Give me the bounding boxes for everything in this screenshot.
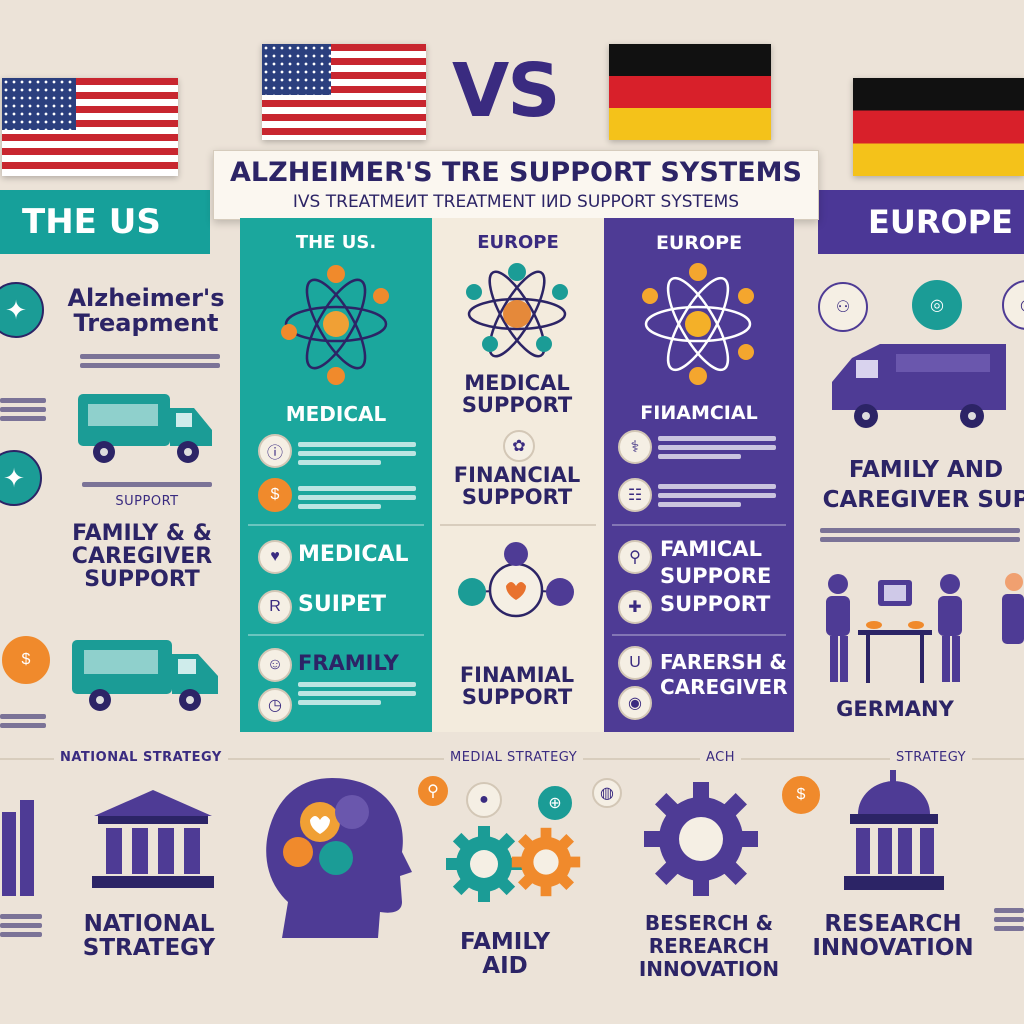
van-icon (72, 640, 218, 711)
divider (612, 634, 786, 636)
divider (440, 524, 596, 526)
family-aid-label: FAMILY AID (460, 929, 551, 980)
us-flag-top (262, 44, 426, 140)
medial-strategy-label: MEDIAL STRATEGY (444, 750, 584, 765)
germany-flag-right (853, 78, 1024, 176)
bulb-icon: ✦ (0, 282, 44, 338)
research-gear-icon (644, 782, 758, 896)
government-building-icon (92, 790, 214, 888)
ach-label: ACH (700, 750, 742, 765)
family-caregiver-right: FAMILY AND CAREGIVER SUP (822, 457, 1024, 513)
pin-icon: ◍ (592, 778, 622, 808)
divider (612, 524, 786, 526)
us-column (240, 218, 432, 732)
col2-medical-label: MEDICAL SUPPORT (461, 371, 573, 418)
research-innovation-label: RESEARCH INNOVATION (812, 911, 974, 962)
text-lines (298, 678, 416, 709)
shield-icon: U (618, 646, 652, 680)
bulb-icon: ✦ (0, 450, 42, 506)
family-caregiver-label: FAMILY & & CAREGIVER SUPPORT (71, 521, 213, 593)
coin-icon: $ (782, 776, 820, 814)
national-strategy-small: NATIONAL STRATEGY (54, 750, 228, 765)
van-icon (832, 344, 1006, 428)
clock-icon: ◷ (258, 688, 292, 722)
text-lines (0, 910, 42, 941)
col2-financial-label: FINANCIAL SUPPORT (453, 463, 581, 510)
domed-building-icon (844, 770, 944, 890)
coin-icon: $ (258, 478, 292, 512)
atom-icon (466, 263, 568, 358)
support-icon: ✚ (618, 590, 652, 624)
title-ribbon: ALZHEIMER'S TRE SUPPORT SYSTEMS IVS TREA… (213, 150, 819, 220)
national-strategy-label: NATIONAL STRATEGY (82, 911, 216, 962)
pin-icon: ⊕ (538, 786, 572, 820)
text-lines (80, 350, 220, 372)
germany-flag-top (609, 44, 771, 140)
family-icon: ☺ (258, 648, 292, 682)
network-icon (458, 542, 574, 618)
heart-hand-icon: ♥ (258, 540, 292, 574)
text-lines (994, 904, 1024, 935)
col1-suipet: SUIPET (298, 592, 387, 617)
support-small-label: SUPPORT (115, 494, 179, 509)
us-banner: THE US (0, 190, 210, 254)
col3-heading: EUROPE (655, 232, 743, 254)
col3-famical: FAMICAL SUPPORE SUPPORT (660, 537, 772, 616)
people-icon: ⚇ (818, 282, 868, 332)
text-lines (82, 478, 212, 491)
wallet-icon: ☷ (618, 478, 652, 512)
eye-icon: ◉ (618, 686, 652, 720)
germany-label: GERMANY (836, 697, 954, 721)
sub-title: IVS TREATMEИT TREATMENT IИD SUPPORT SYST… (292, 192, 740, 212)
atom-icon (642, 263, 754, 385)
meeting-icon (826, 573, 1024, 683)
text-lines (298, 438, 416, 469)
divider (248, 524, 424, 526)
van-icon (78, 394, 212, 463)
text-lines (820, 524, 1020, 546)
coin-icon: $ (2, 636, 50, 684)
head-profile-icon (266, 778, 412, 938)
col3-financial-label: FIИAMCIAL (640, 402, 758, 424)
text-lines (298, 482, 416, 513)
col3-research: FARERSH & CAREGIVER (660, 650, 788, 699)
research-mid-label: BESERCH & REREARCH INNOVATION (638, 911, 780, 981)
col1-medical-label: MEDICAL (285, 402, 387, 426)
gear-icon (446, 826, 522, 902)
brain-icon: ✿ (503, 430, 535, 462)
main-title: ALZHEIMER'S TRE SUPPORT SYSTEMS (230, 157, 802, 188)
bars-icon (2, 800, 34, 896)
pill-icon: R (258, 590, 292, 624)
vs-label: VS (452, 48, 561, 134)
col2-heading: EUROPE (477, 232, 559, 253)
col1-heading: THE US. (295, 232, 377, 253)
europe-banner: EUROPE (818, 190, 1024, 254)
col1-medical-2: MEDICAL (298, 542, 409, 567)
col2-finamial-label: FINAMIAL SUPPORT (459, 663, 575, 710)
badge-icon: ◎ (912, 280, 962, 330)
us-flag-left (2, 78, 178, 176)
pin-icon: ⚲ (618, 540, 652, 574)
divider (248, 634, 424, 636)
gear-icon (511, 827, 581, 897)
pin-icon: ● (466, 782, 502, 818)
treatment-label: Alzheimer's Treapment (67, 284, 225, 338)
col1-family: FRAMILY (298, 651, 399, 675)
strategy-right-label: STRATEGY (890, 750, 973, 765)
pin-icon: ⚲ (418, 776, 448, 806)
text-lines (0, 394, 46, 425)
text-lines (0, 710, 46, 732)
badge-icon: ◎ (1002, 280, 1024, 330)
atom-icon (281, 265, 389, 385)
text-lines (658, 480, 776, 511)
info-icon: ⓘ (258, 434, 292, 468)
text-lines (658, 432, 776, 463)
stethoscope-icon: ⚕ (618, 430, 652, 464)
